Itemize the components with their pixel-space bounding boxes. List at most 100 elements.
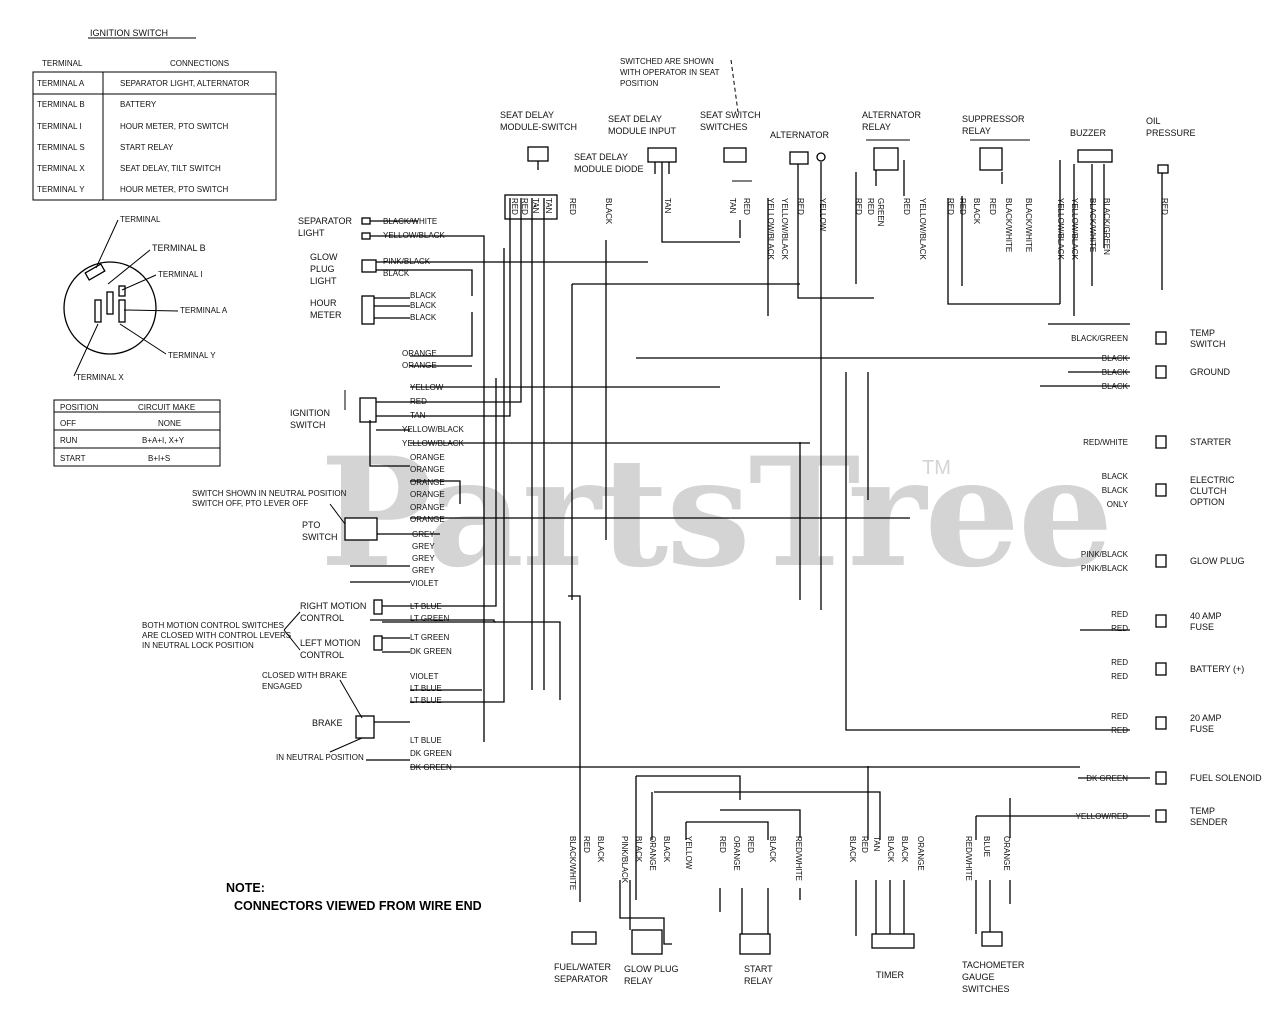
left-wire-label: DK GREEN bbox=[410, 749, 452, 758]
bottom-vertical-wire-label: YELLOW bbox=[684, 836, 693, 870]
right-wire-label: YELLOW/RED bbox=[1076, 812, 1129, 821]
bottom-vertical-wire-label: BLACK bbox=[886, 836, 895, 863]
ignition-switch-face: TERMINAL TERMINAL B TERMINAL I TERMINAL … bbox=[63, 215, 228, 382]
alternator-connector bbox=[789, 151, 809, 165]
top-vertical-wire-label: BLACK/WHITE bbox=[1024, 198, 1033, 252]
ignition-row-3-connection: HOUR METER, PTO SWITCH bbox=[120, 122, 229, 131]
bottom-vertical-wire-label: BLUE bbox=[982, 836, 991, 857]
seat-delay-module-connector bbox=[504, 194, 558, 220]
ignition-switch-connector bbox=[359, 397, 377, 423]
fuel-separator-connector bbox=[571, 931, 597, 945]
right-component-connector bbox=[1155, 614, 1167, 628]
timer-connector bbox=[871, 933, 915, 949]
left-wire-label: LT BLUE bbox=[410, 684, 442, 693]
glow-plug-light-connector bbox=[361, 259, 377, 273]
right-wire-label: PINK/BLACK bbox=[1081, 564, 1129, 573]
right-component-label: BATTERY (+) bbox=[1190, 664, 1244, 674]
right-wire-label: BLACK bbox=[1102, 486, 1129, 495]
left-wire-label: ORANGE bbox=[410, 465, 445, 474]
right-component-connector bbox=[1155, 716, 1167, 730]
left-wire-label: ORANGE bbox=[410, 515, 445, 524]
position-header-position: POSITION bbox=[60, 403, 98, 412]
ignition-row-1-connection: SEPARATOR LIGHT, ALTERNATOR bbox=[120, 79, 250, 88]
right-component-connector bbox=[1155, 331, 1167, 345]
right-wire-label: BLACK/GREEN bbox=[1071, 334, 1128, 343]
note-body: CONNECTORS VIEWED FROM WIRE END bbox=[234, 899, 482, 913]
top-vertical-wire-label: BLACK/GREEN bbox=[1102, 198, 1111, 255]
ignition-row-4-terminal: TERMINAL S bbox=[37, 143, 85, 152]
position-row-start: START bbox=[60, 454, 86, 463]
top-vertical-wire-label: YELLOW bbox=[818, 198, 827, 232]
left-wire-label: LT GREEN bbox=[410, 614, 449, 623]
ignition-terminal-y-label: TERMINAL Y bbox=[168, 351, 216, 360]
top-vertical-wire-label: RED bbox=[854, 198, 863, 215]
timer-label: TIMER bbox=[876, 970, 904, 980]
left-wire-label: ORANGE bbox=[410, 490, 445, 499]
bottom-vertical-wire-label: TAN bbox=[872, 836, 881, 852]
left-wire-label: VIOLET bbox=[410, 579, 439, 588]
right-component-connector bbox=[1155, 554, 1167, 568]
left-wire-label: BLACK bbox=[410, 291, 437, 300]
bottom-vertical-wire-label: BLACK bbox=[662, 836, 671, 863]
glow-plug-relay-connector bbox=[631, 929, 663, 955]
neutral-note-label: IN NEUTRAL POSITION bbox=[276, 753, 364, 762]
pto-switch-connector bbox=[344, 517, 378, 541]
wiring bbox=[350, 160, 1163, 945]
ignition-table-header-connections: CONNECTIONS bbox=[170, 59, 229, 68]
top-vertical-wire-label: YELLOW/BLACK bbox=[918, 198, 927, 260]
top-vertical-wire-label: RED bbox=[796, 198, 805, 215]
right-motion-connector bbox=[373, 599, 383, 615]
right-wire-label: BLACK bbox=[1102, 382, 1129, 391]
ignition-row-6-terminal: TERMINAL Y bbox=[37, 185, 85, 194]
bottom-vertical-wire-label: BLACK bbox=[634, 836, 643, 863]
top-vertical-wire-label: RED bbox=[510, 198, 519, 215]
bottom-vertical-wire-label: RED/WHITE bbox=[794, 836, 803, 881]
left-wire-label: LT GREEN bbox=[410, 633, 449, 642]
left-wire-label: LT BLUE bbox=[410, 696, 442, 705]
ignition-terminal-a-label: TERMINAL A bbox=[180, 306, 228, 315]
bottom-vertical-wire-label: RED bbox=[582, 836, 591, 853]
ignition-table-title: IGNITION SWITCH bbox=[90, 28, 168, 38]
left-motion-connector bbox=[373, 635, 383, 651]
top-vertical-wire-label: RED bbox=[988, 198, 997, 215]
bottom-vertical-wire-label: RED bbox=[718, 836, 727, 853]
left-wire-label: BLACK bbox=[410, 301, 437, 310]
left-wire-label: ORANGE bbox=[410, 478, 445, 487]
right-component-connector bbox=[1155, 662, 1167, 676]
top-vertical-wire-label: TAN bbox=[544, 198, 553, 214]
separator-light-connector bbox=[361, 217, 371, 225]
right-wire-label: RED bbox=[1111, 610, 1128, 619]
brake-label: BRAKE bbox=[312, 718, 343, 728]
left-wire-label: BLACK bbox=[383, 269, 410, 278]
right-wire-label: BLACK bbox=[1102, 368, 1129, 377]
left-wire-label: ORANGE bbox=[410, 503, 445, 512]
right-wire-label: RED bbox=[1111, 726, 1128, 735]
ignition-terminal-b-label: TERMINAL B bbox=[152, 243, 206, 253]
right-component-label: STARTER bbox=[1190, 437, 1232, 447]
watermark: PartsTree bbox=[320, 425, 1111, 601]
left-wire-label: GREY bbox=[412, 554, 435, 563]
ignition-terminal-x-label: TERMINAL X bbox=[76, 373, 124, 382]
right-wire-label: ONLY bbox=[1107, 500, 1129, 509]
top-vertical-wire-label: BLACK/WHITE bbox=[1004, 198, 1013, 252]
